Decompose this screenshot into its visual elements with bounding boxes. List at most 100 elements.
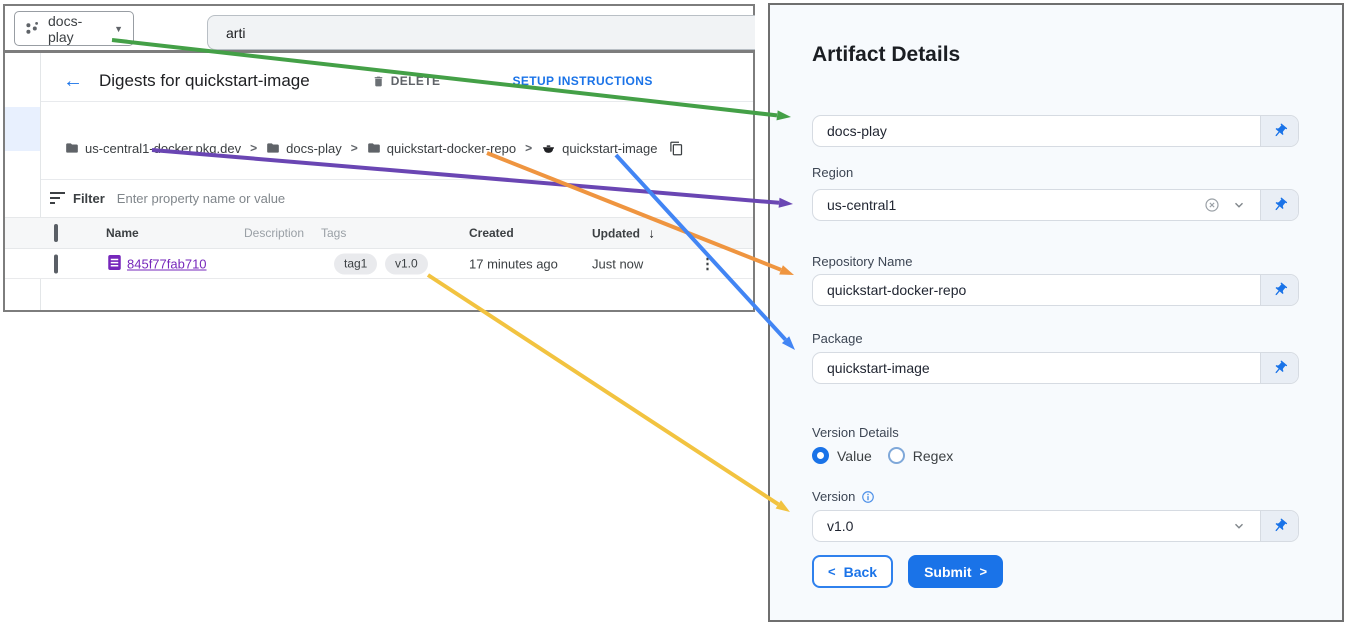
digest-icon [107, 254, 122, 274]
pin-button[interactable] [1260, 116, 1298, 146]
select-all-checkbox[interactable] [54, 224, 58, 242]
filter-label: Filter [73, 190, 105, 206]
delete-button-label: DELETE [390, 74, 441, 88]
package-field[interactable]: quickstart-image [812, 352, 1299, 384]
tag-chip[interactable]: tag1 [334, 253, 378, 274]
breadcrumb-separator: > [350, 141, 358, 155]
version-details-radio-group: Value Regex [812, 447, 953, 464]
pin-button[interactable] [1260, 511, 1298, 541]
breadcrumb-project[interactable]: docs-play [266, 141, 342, 156]
project-field[interactable]: docs-play [812, 115, 1299, 147]
package-label: Package [812, 331, 863, 346]
updated-value: Just now [592, 256, 644, 271]
row-overflow-menu[interactable]: ⋮ [700, 255, 715, 272]
column-header-created[interactable]: Created [469, 226, 514, 240]
cloud-project-icon [26, 22, 38, 34]
sort-desc-icon: ↓ [648, 225, 655, 241]
back-button-label: Back [843, 563, 878, 580]
table-header-row: Name Description Tags Created Updated ↓ [5, 217, 753, 249]
digest-link[interactable]: 845f77fab710 [127, 256, 207, 271]
breadcrumb: us-central1-docker.pkg.dev > docs-play >… [65, 135, 684, 161]
radio-option-regex[interactable]: Regex [887, 447, 954, 464]
console-search-box [207, 15, 755, 50]
setup-instructions-label: SETUP INSTRUCTIONS [512, 74, 653, 88]
submit-button-label: Submit [924, 563, 972, 580]
breadcrumb-registry[interactable]: us-central1-docker.pkg.dev [65, 141, 241, 156]
back-button[interactable]: < Back [812, 555, 894, 588]
project-picker-button[interactable]: docs-play ▼ [14, 11, 134, 46]
breadcrumb-image-label: quickstart-image [562, 140, 658, 156]
filter-bar: Filter [41, 179, 753, 217]
back-arrow-icon[interactable]: ← [63, 70, 83, 92]
folder-icon [267, 143, 279, 153]
page-title: Digests for quickstart-image [99, 71, 310, 90]
console-topbar: docs-play ▼ [3, 4, 755, 52]
pin-icon [1275, 123, 1287, 137]
pin-icon [1275, 518, 1287, 532]
column-header-name[interactable]: Name [106, 226, 139, 240]
radio-option-value-label: Value [837, 447, 872, 464]
artifact-details-panel: Artifact Details docs-play Region us-cen… [768, 3, 1344, 622]
project-picker-label: docs-play [48, 12, 83, 45]
panel-title: Artifact Details [812, 43, 961, 66]
version-label-row: Version [812, 489, 875, 504]
divider [41, 101, 753, 102]
repository-label: Repository Name [812, 254, 913, 269]
filter-input[interactable] [116, 190, 753, 206]
console-main: ← Digests for quickstart-image DELETE SE… [3, 51, 755, 312]
version-field-value: v1.0 [827, 518, 854, 534]
chevron-down-icon: ▼ [114, 23, 123, 34]
submit-button[interactable]: Submit > [908, 555, 1004, 588]
sidebar-selected-sliver [5, 107, 40, 151]
chevron-left-icon: < [828, 564, 836, 579]
version-field[interactable]: v1.0 [812, 510, 1299, 542]
breadcrumb-repository[interactable]: quickstart-docker-repo [367, 141, 516, 156]
delete-button[interactable]: DELETE [372, 74, 441, 88]
filter-icon [50, 192, 65, 204]
radio-selected-icon [812, 447, 829, 464]
region-label: Region [812, 165, 854, 180]
chevron-right-icon: > [979, 564, 988, 579]
pin-icon [1275, 360, 1287, 374]
created-value: 17 minutes ago [469, 256, 558, 271]
package-field-value: quickstart-image [827, 360, 930, 376]
folder-icon [367, 143, 380, 153]
project-field-value: docs-play [827, 123, 887, 139]
breadcrumb-separator: > [250, 141, 258, 155]
breadcrumb-registry-label: us-central1-docker.pkg.dev [85, 140, 242, 156]
pin-button[interactable] [1260, 275, 1298, 305]
radio-unselected-icon [887, 447, 905, 464]
repository-field-value: quickstart-docker-repo [827, 282, 967, 298]
trash-icon [374, 76, 382, 86]
breadcrumb-separator: > [525, 141, 533, 155]
version-details-label: Version Details [812, 425, 899, 440]
container-image-icon [543, 144, 555, 153]
sidebar-divider [40, 53, 41, 310]
setup-instructions-link[interactable]: SETUP INSTRUCTIONS [512, 74, 652, 88]
table-row: 845f77fab710 tag1 v1.0 17 minutes ago Ju… [5, 249, 753, 279]
info-icon[interactable] [861, 490, 875, 504]
column-header-description: Description [244, 226, 305, 240]
region-field[interactable]: us-central1 [812, 189, 1299, 221]
chevron-down-icon[interactable] [1232, 198, 1246, 212]
clear-icon[interactable] [1204, 197, 1220, 213]
row-checkbox[interactable] [54, 254, 58, 273]
column-header-updated[interactable]: Updated ↓ [592, 226, 655, 241]
pin-button[interactable] [1260, 190, 1298, 220]
column-header-updated-label: Updated [592, 226, 640, 241]
version-label: Version [812, 489, 856, 504]
chevron-down-icon[interactable] [1232, 519, 1246, 533]
pin-icon [1275, 197, 1287, 211]
radio-option-regex-label: Regex [912, 447, 954, 464]
search-input[interactable] [208, 16, 755, 49]
copy-icon[interactable] [669, 141, 684, 156]
pin-icon [1275, 282, 1287, 296]
column-header-tags: Tags [321, 226, 347, 240]
region-field-value: us-central1 [827, 197, 897, 213]
breadcrumb-image[interactable]: quickstart-image [541, 141, 657, 156]
repository-field[interactable]: quickstart-docker-repo [812, 274, 1299, 306]
tag-chip[interactable]: v1.0 [385, 253, 428, 274]
pin-button[interactable] [1260, 353, 1298, 383]
radio-option-value[interactable]: Value [812, 447, 872, 464]
breadcrumb-project-label: docs-play [286, 140, 342, 156]
